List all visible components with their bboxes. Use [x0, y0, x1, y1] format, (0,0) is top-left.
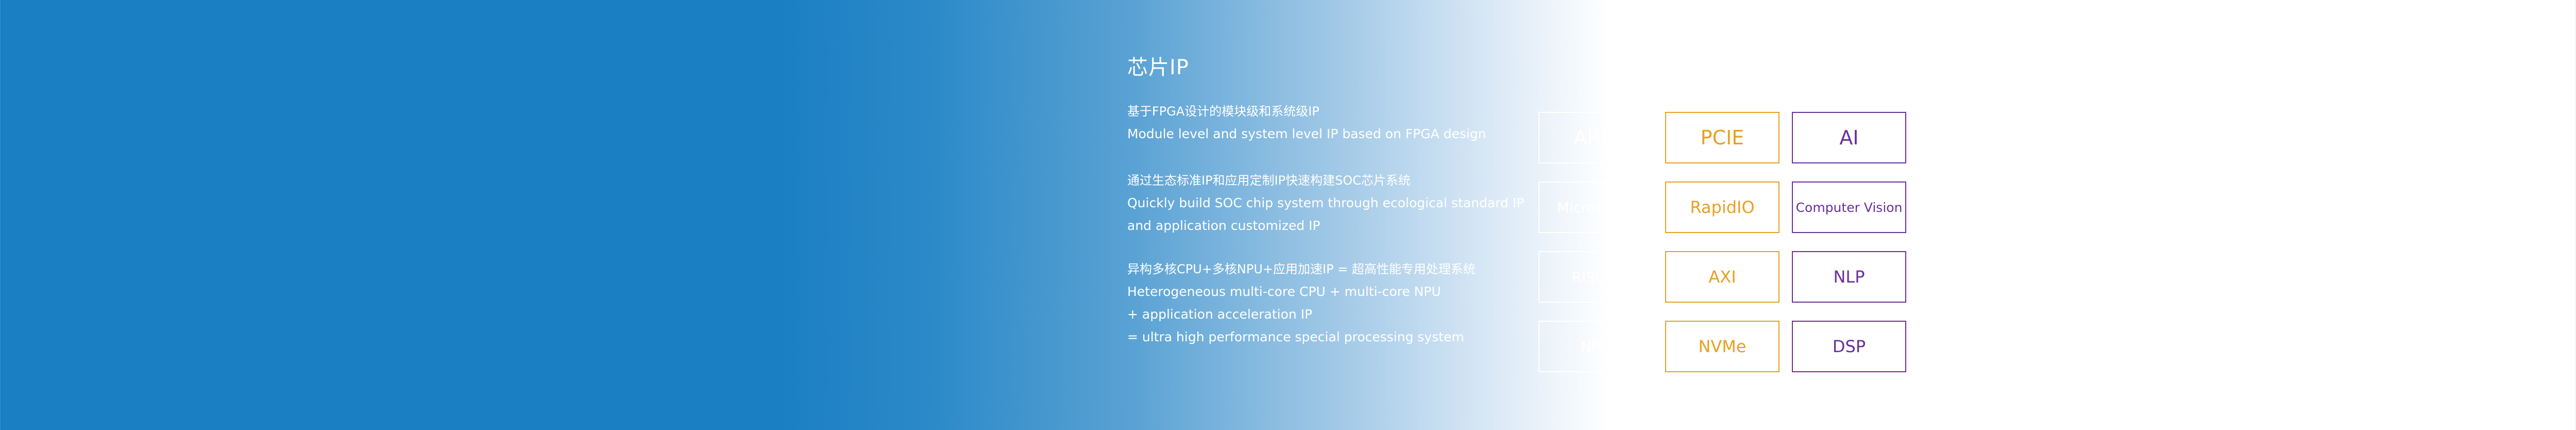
description-en-line: + application acceleration IP [1127, 307, 1313, 322]
ip-tile-npu[interactable]: NPU [1538, 321, 1653, 372]
description-en-line: Heterogeneous multi-core CPU + multi-cor… [1127, 284, 1441, 299]
ip-tile-nlp[interactable]: NLP [1792, 251, 1906, 303]
description-en-line: and application customized IP [1127, 218, 1320, 233]
description-en-line: Quickly build SOC chip system through ec… [1127, 195, 1524, 210]
page-title: 芯片IP [1127, 56, 1189, 79]
ip-tile-ai[interactable]: AI [1792, 112, 1906, 163]
ip-tile-axi[interactable]: AXI [1665, 251, 1780, 303]
ip-tile-microblaze[interactable]: Microblaze [1538, 181, 1653, 233]
description-block-fpga-ip: 基于FPGA设计的模块级和系统级IP Module level and syst… [1127, 100, 1539, 145]
ip-tile-rapidio[interactable]: RapidIO [1665, 181, 1780, 233]
description-cn: 通过生态标准IP和应用定制IP快速构建SOC芯片系统 [1127, 173, 1411, 188]
ip-tile-nvme[interactable]: NVMe [1665, 321, 1780, 372]
description-block-heterogeneous: 异构多核CPU+多核NPU+应用加速IP = 超高性能专用处理系统 Hetero… [1127, 258, 1539, 349]
description-cn: 异构多核CPU+多核NPU+应用加速IP = 超高性能专用处理系统 [1127, 262, 1476, 276]
ip-tile-computer-vision[interactable]: Computer Vision [1792, 181, 1906, 233]
ip-tile-pcie[interactable]: PCIE [1665, 112, 1780, 163]
ip-tile-dsp[interactable]: DSP [1792, 321, 1906, 372]
description-cn: 基于FPGA设计的模块级和系统级IP [1127, 104, 1319, 119]
ip-tile-arm[interactable]: ARM [1538, 112, 1653, 163]
description-block-soc-system: 通过生态标准IP和应用定制IP快速构建SOC芯片系统 Quickly build… [1127, 169, 1539, 237]
description-en-line: Module level and system level IP based o… [1127, 126, 1486, 141]
ip-tile-risc-v[interactable]: RISC-V [1538, 251, 1653, 303]
ip-grid: ARM PCIE AI Microblaze RapidIO Computer … [1538, 112, 1906, 372]
description-en-line: = ultra high performance special process… [1127, 329, 1464, 344]
